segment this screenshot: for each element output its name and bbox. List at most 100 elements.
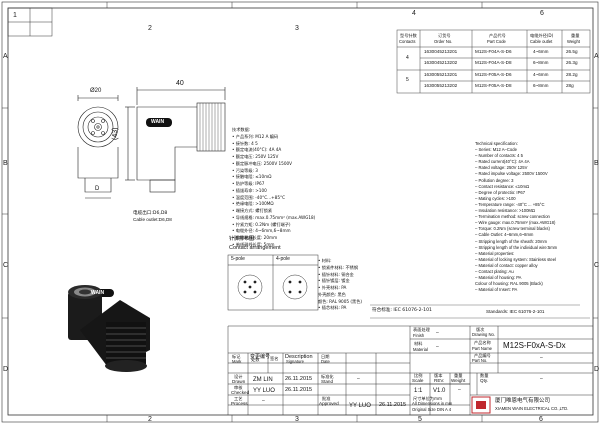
tb-label: 比例 [414, 373, 423, 378]
table-header: 重量 [571, 33, 580, 38]
spec-line: – Rated current(40°C): 4A 4A [475, 159, 530, 165]
tb-label: 产品编号 [474, 353, 491, 358]
zone-label: 1 [13, 12, 17, 19]
table-header: Part Code [487, 39, 506, 44]
spec-line: – Cable Outlet: 4~6mm,6~8mm [475, 232, 534, 238]
tb-label: 尺寸单位为mm [413, 396, 443, 401]
spec-line: – Material of Insert: PA [475, 287, 518, 293]
tb-label: Qty. [480, 378, 489, 383]
zone-label: D [3, 366, 9, 373]
checked-date: 26.11.2015 [285, 387, 313, 393]
zone-label: C [3, 262, 9, 269]
tb-label: 设计 [234, 374, 243, 379]
tb-value: – [436, 330, 439, 336]
spec-line: – Stripping length of the individual wir… [475, 244, 558, 250]
diameter-dimension: Ø20 [90, 88, 102, 94]
pole-5-label: 5-pole [231, 256, 245, 262]
tb-label: Signature [286, 359, 304, 364]
tb-label: 变更编号 [250, 354, 271, 360]
product-photo [68, 285, 150, 372]
cable-note: 电缆出口:D6,D8 [133, 211, 168, 216]
tb-label: Drawing No. [472, 332, 496, 337]
zone-label: 2 [148, 416, 152, 423]
tb-label: 签名 [270, 356, 279, 361]
spec-line: • 额定电流(40°C): 4A 4A [232, 147, 282, 153]
zone-label: 3 [295, 25, 299, 32]
table-header: 电缆外径(D) [530, 33, 554, 38]
length-dimension: 40 [176, 80, 184, 87]
spec-line: – Material of contact: copper alloy [475, 262, 538, 268]
spec-line: • 单线剥线长度: 5mm [232, 241, 275, 247]
table-cell: 4~6mm [533, 72, 549, 77]
tb-label: 产品名称 [474, 340, 491, 345]
tb-label: Approved [319, 401, 339, 406]
contacts-cell: 5 [406, 77, 409, 83]
spec-line: – Stripping length of the sheath: 20mm [475, 238, 547, 244]
zone-label: D [594, 366, 600, 373]
front-view [77, 95, 119, 199]
zone-label: C [594, 262, 600, 269]
spec-line: – Termination method: screw connection [475, 214, 550, 220]
spec-line: – Degree of protectio: IP67 [475, 189, 526, 195]
table-cell: 1630055213201 [424, 72, 458, 77]
tb-label: 版本 [434, 373, 443, 378]
zone-label: 3 [295, 416, 299, 423]
zone-label: A [3, 53, 8, 60]
table-header: 型号针数 [400, 33, 417, 38]
spec-line: • 拧紧力矩: 0.2Nm (螺钉端子) [232, 221, 291, 227]
table-cell: 26.5g [566, 49, 578, 54]
tb-label: Process [231, 401, 248, 406]
specs-cn-materials: • 材料: • 锁紧件材料: 不锈钢 • 插针材料: 铜合金 • 插针镀层: 镀… [318, 258, 370, 313]
approved-date: 26.11.2015 [379, 402, 407, 408]
tb-label: 审核 [234, 385, 243, 390]
table-header: 产品代号 [489, 33, 506, 38]
tb-value: – [357, 376, 360, 382]
drawn-date: 26.11.2015 [285, 376, 313, 382]
table-header: Order No. [434, 39, 453, 44]
tb-label: REV. [434, 378, 445, 383]
spec-line: • 接触电阻: ≤10mΩ [232, 174, 272, 180]
tb-label: 数量 [480, 373, 489, 378]
tb-value: – [436, 344, 439, 350]
table-header: Contacts [399, 39, 416, 44]
spec-line: Technical specification: [475, 141, 518, 146]
tb-label: Original Size DIN A 4 [412, 407, 452, 412]
spec-line: • 电缆剥线长度: 20mm [232, 235, 278, 240]
cable-note: Cable outlet:D6,D8 [133, 217, 172, 222]
table-header: Weight [567, 39, 580, 44]
spec-line: • 外壳材料: PA [318, 285, 347, 290]
rev-value: V1.0 [433, 388, 446, 394]
tb-label: Weight [451, 378, 466, 383]
spec-line: 外壳颜色: 黑色 [318, 291, 346, 297]
spec-line: – Contact plating: Au [475, 268, 514, 274]
zone-label: B [594, 160, 599, 167]
spec-line: – Torque: 0.2Nm (screw terminal blacks) [475, 226, 550, 232]
zone-label: 6 [539, 416, 543, 423]
table-cell: 28g [566, 83, 574, 88]
spec-line: • 端接方式: 螺钉锁紧 [232, 208, 273, 213]
tb-value: – [540, 376, 543, 382]
spec-line: – Mating cycles: >100 [475, 195, 516, 201]
tb-label: Part Name [472, 346, 493, 351]
tb-label: Checked [231, 390, 250, 395]
company-name-cn: 厦门唯恩电气有限公司 [495, 398, 551, 404]
table-cell: M12S-F05A-S-D8 [475, 83, 512, 88]
brand-logo: WAIN [151, 119, 165, 125]
tb-label: Mark [232, 359, 242, 364]
tb-label: 处数 [251, 357, 260, 362]
tb-label: Finish [413, 333, 425, 338]
approved-by: YY LUO [349, 403, 371, 409]
specs-en: Technical specification: – Series: M12 A… [475, 141, 593, 294]
side-logo-badge [146, 118, 172, 127]
spec-line: 技术数据: [232, 127, 251, 132]
spec-line: • 产品系列: M12 A 编码 [232, 133, 279, 139]
pin-dots [243, 280, 302, 294]
pole-4-label: 4-pole [276, 256, 290, 262]
tb-label: Stand [321, 379, 334, 384]
table-cell: M12S-F04A-S-D8 [475, 60, 512, 65]
cable-dimension: D [95, 186, 100, 192]
contact-title-cn: 针脚排布图 [229, 236, 255, 242]
spec-line: • 绝缘电阻: >100MΩ [232, 201, 274, 207]
spec-line: – Rated voltage: 250V 125V [475, 165, 528, 171]
